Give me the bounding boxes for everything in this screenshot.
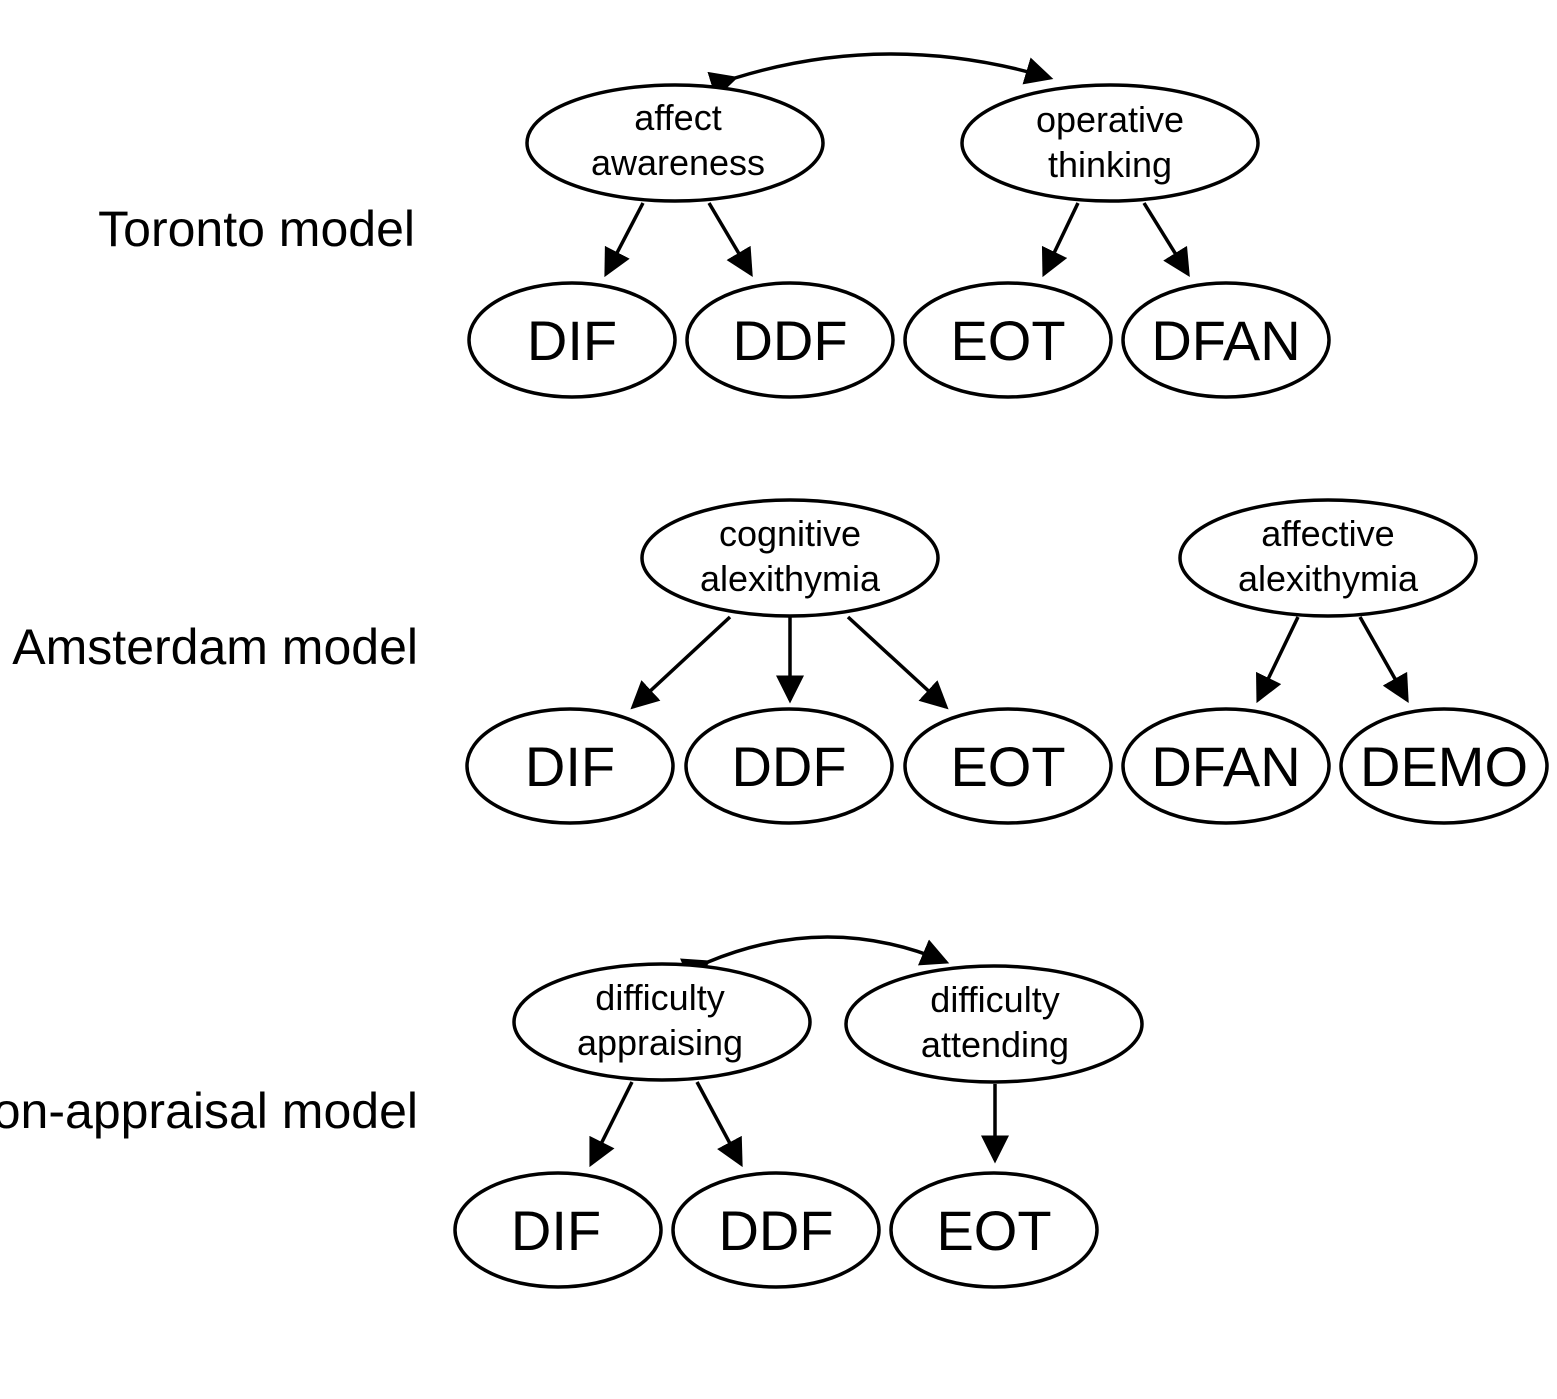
factor-difficulty-attending: difficulty attending bbox=[844, 964, 1144, 1084]
loading-arrow bbox=[1358, 616, 1409, 704]
item-ellipse bbox=[467, 281, 677, 399]
item-ellipse bbox=[685, 281, 895, 399]
factor-ellipse bbox=[1178, 498, 1478, 618]
item-ellipse bbox=[453, 1171, 663, 1289]
item-label: DDF bbox=[732, 309, 847, 372]
item-node: DFAN bbox=[1121, 281, 1331, 399]
model-label-attention-appraisal: Attention-appraisal model bbox=[0, 1083, 418, 1139]
loading-arrow bbox=[1041, 202, 1080, 278]
item-label: DDF bbox=[731, 735, 846, 798]
factor-label-line2: awareness bbox=[591, 142, 765, 183]
factor-label-line1: affect bbox=[634, 97, 721, 138]
loading-arrow bbox=[846, 615, 949, 710]
item-label: DDF bbox=[718, 1199, 833, 1262]
item-node: EOT bbox=[903, 707, 1113, 825]
item-node: DFAN bbox=[1121, 707, 1331, 825]
model-label-toronto: Toronto model bbox=[98, 201, 415, 257]
item-node: DIF bbox=[467, 281, 677, 399]
loading-arrow bbox=[707, 202, 753, 278]
item-label: DEMO bbox=[1360, 735, 1528, 798]
item-label: DFAN bbox=[1151, 309, 1300, 372]
factor-correlation-arrow-toronto bbox=[707, 52, 1054, 99]
loading-arrow bbox=[604, 202, 645, 278]
item-label: EOT bbox=[950, 735, 1065, 798]
item-ellipse bbox=[1121, 281, 1331, 399]
factor-ellipse bbox=[525, 83, 825, 203]
item-node: DIF bbox=[465, 707, 675, 825]
item-label: EOT bbox=[950, 309, 1065, 372]
factor-label-line2: thinking bbox=[1048, 144, 1172, 185]
item-node: EOT bbox=[903, 281, 1113, 399]
item-node: DDF bbox=[684, 707, 894, 825]
factor-label-line1: cognitive bbox=[719, 513, 861, 554]
factor-label-line1: operative bbox=[1036, 99, 1184, 140]
item-ellipse bbox=[671, 1171, 881, 1289]
factor-ellipse bbox=[844, 964, 1144, 1084]
loading-arrow bbox=[630, 615, 732, 710]
factor-difficulty-appraising: difficulty appraising bbox=[512, 962, 812, 1082]
item-ellipse bbox=[465, 707, 675, 825]
factor-affect-awareness: affect awareness bbox=[525, 83, 825, 203]
factor-label-line1: difficulty bbox=[930, 979, 1059, 1020]
factor-label-line2: alexithymia bbox=[1238, 558, 1419, 599]
item-label: DIF bbox=[525, 735, 615, 798]
factor-cognitive-alexithymia: cognitive alexithymia bbox=[640, 498, 940, 618]
loading-arrow bbox=[695, 1081, 743, 1168]
item-label: DFAN bbox=[1151, 735, 1300, 798]
item-ellipse bbox=[1121, 707, 1331, 825]
factor-correlation-arrow-attention-appraisal bbox=[680, 935, 950, 985]
item-ellipse bbox=[903, 281, 1113, 399]
item-ellipse bbox=[903, 707, 1113, 825]
item-node: DEMO bbox=[1339, 707, 1549, 825]
factor-operative-thinking: operative thinking bbox=[960, 83, 1260, 203]
factor-affective-alexithymia: affective alexithymia bbox=[1178, 498, 1478, 618]
item-label: EOT bbox=[936, 1199, 1051, 1262]
item-ellipse bbox=[889, 1171, 1099, 1289]
factor-ellipse bbox=[640, 498, 940, 618]
factor-label-line2: attending bbox=[921, 1024, 1069, 1065]
item-node: EOT bbox=[889, 1171, 1099, 1289]
model-label-amsterdam: Amsterdam model bbox=[12, 619, 418, 675]
loading-arrow bbox=[589, 1081, 634, 1168]
item-node: DDF bbox=[671, 1171, 881, 1289]
loading-arrow bbox=[1142, 202, 1190, 277]
item-node: DIF bbox=[453, 1171, 663, 1289]
item-ellipse bbox=[684, 707, 894, 825]
item-ellipse bbox=[1339, 707, 1549, 825]
factor-ellipse bbox=[960, 83, 1260, 203]
factor-label-line2: alexithymia bbox=[700, 558, 881, 599]
item-label: DIF bbox=[511, 1199, 601, 1262]
factor-label-line1: affective bbox=[1261, 513, 1394, 554]
loading-arrow bbox=[1256, 616, 1300, 704]
factor-label-line1: difficulty bbox=[595, 977, 724, 1018]
item-label: DIF bbox=[527, 309, 617, 372]
factor-label-line2: appraising bbox=[577, 1022, 743, 1063]
factor-ellipse bbox=[512, 962, 812, 1082]
item-node: DDF bbox=[685, 281, 895, 399]
